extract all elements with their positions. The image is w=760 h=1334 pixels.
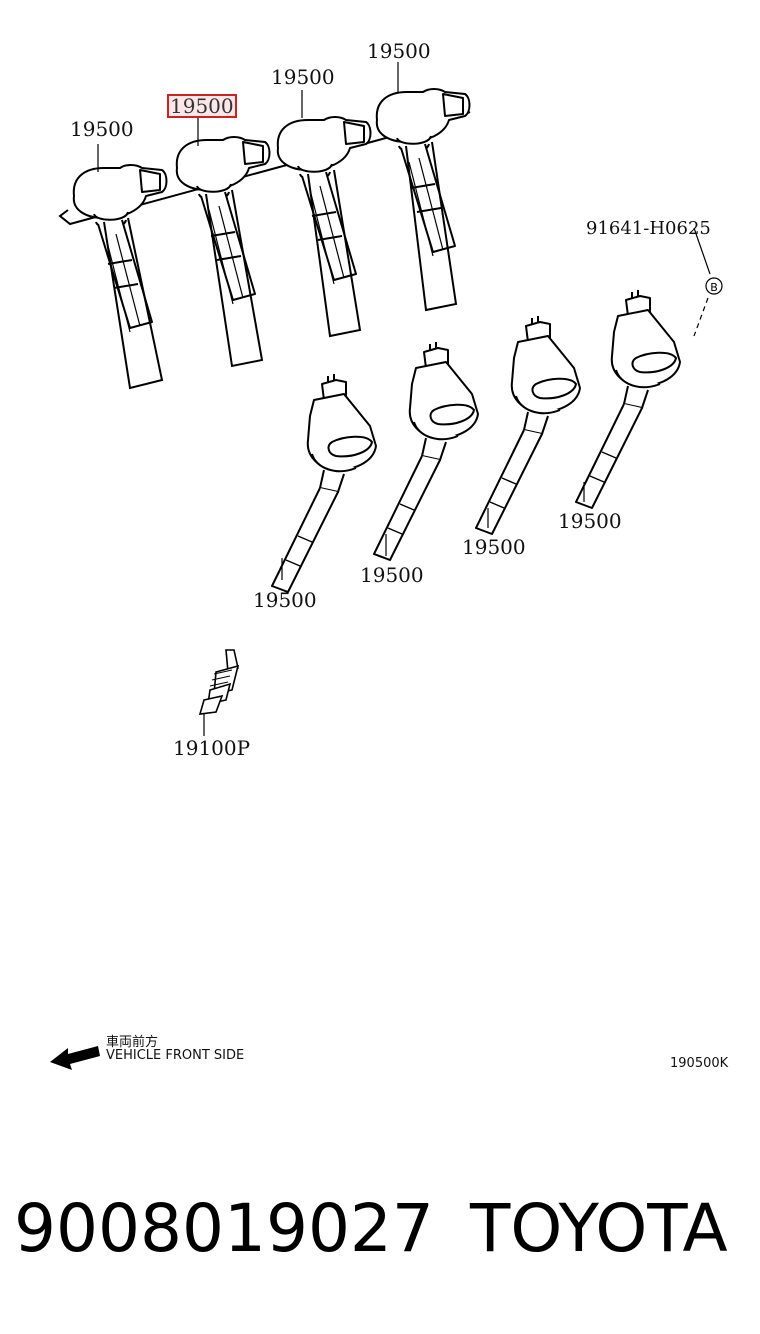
label-spark-plug[interactable]: 19100P [173,736,251,760]
ignition-coil-front-2[interactable] [373,341,479,561]
direction-english: VEHICLE FRONT SIDE [106,1048,245,1063]
figure-code: 190500K [670,1056,729,1071]
callout-circle [705,277,723,295]
label-coil-front-1[interactable]: 19500 [253,588,317,612]
ignition-coil-back-1[interactable] [72,164,168,333]
label-coil-back-1[interactable]: 19500 [70,117,134,141]
leader-lines [97,62,711,736]
label-coil-front-3[interactable]: 19500 [462,535,526,559]
front-arrow-icon [50,1046,100,1070]
coil-tubes-back [103,141,458,390]
label-coil-front-2[interactable]: 19500 [360,563,424,587]
spark-plug[interactable] [198,649,240,715]
ignition-coil-front-1[interactable] [271,373,377,593]
ignition-coil-back-4[interactable] [375,88,471,257]
ignition-coil-back-2[interactable] [175,136,271,305]
direction-japanese: 車両前方 [106,1035,159,1050]
ignition-coil-back-3[interactable] [276,116,372,285]
callout-ref: B [710,281,718,294]
label-coil-front-4[interactable]: 19500 [558,509,622,533]
ignition-coil-front-3[interactable] [475,315,581,535]
brand-name: TOYOTA [470,1190,728,1267]
ignition-coil-front-4[interactable] [575,289,681,509]
label-coil-back-4[interactable]: 19500 [367,39,431,63]
label-coil-back-2-highlighted[interactable]: 19500 [167,94,237,118]
label-coil-back-3[interactable]: 19500 [271,65,335,89]
label-clip[interactable]: 91641-H0625 [586,218,711,239]
part-number: 9008019027 [14,1190,434,1267]
